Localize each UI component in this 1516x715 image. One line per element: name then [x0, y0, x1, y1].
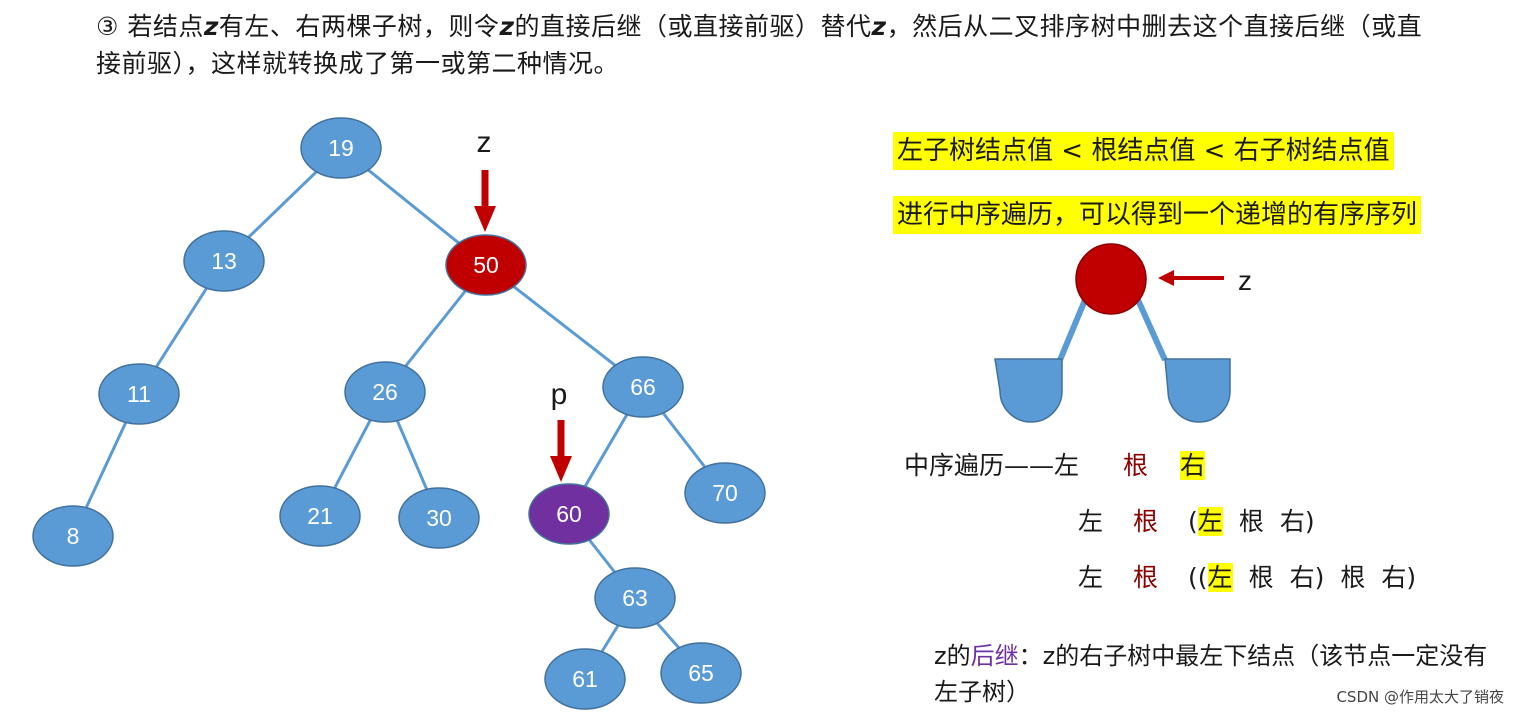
tree-node-shape-61 [544, 648, 626, 710]
tree-node-label-61: 61 [572, 666, 598, 692]
tree-node-65: 65 [660, 642, 742, 704]
tree-node-shape-19 [300, 117, 382, 179]
tree-node-label-26: 26 [372, 379, 398, 405]
tree-node-label-60: 60 [556, 501, 582, 527]
tree-node-shape-63 [594, 567, 676, 629]
tree-node-shape-8 [32, 505, 114, 567]
tree-node-shape-65 [660, 642, 742, 704]
row2-root: 根 [1133, 507, 1159, 536]
intro-z3: z [871, 12, 887, 41]
row3-close-paren-1: ) [1314, 563, 1325, 592]
tree-node-shape-50 [445, 234, 527, 296]
inorder-rule-highlight: 进行中序遍历，可以得到一个递增的有序序列 [893, 196, 1422, 234]
row3-root: 根 [1133, 563, 1159, 592]
intro-part4: ，然后从二叉排序树中删去这个直接后继（或直接前驱），这样就转换成了第一或第二种情… [96, 12, 1423, 78]
tree-node-label-13: 13 [211, 248, 237, 274]
watermark: CSDN @作用太大了销夜 [1336, 688, 1504, 706]
row3-outer-root: 根 [1340, 563, 1366, 592]
tree-node-shape-30 [398, 487, 480, 549]
tree-node-8: 8 [32, 505, 114, 567]
row1-right: 右 [1180, 451, 1206, 480]
p-arrow: p [550, 378, 572, 482]
tree-node-21: 21 [279, 485, 361, 547]
note-body: ：z的右子树中最左下结点（该节点一定没有左子树） [934, 642, 1488, 706]
note-prefix: z的 [934, 642, 971, 670]
intro-part2: 有左、右两棵子树，则令 [218, 12, 500, 41]
row3-sub-left: 左 [1207, 563, 1233, 592]
row2-close-paren: ) [1304, 507, 1315, 536]
tree-node-60: 60 [528, 483, 610, 545]
tree-node-63: 63 [594, 567, 676, 629]
tree-nodes: 19 13 50 11 8 26 21 30 66 60 70 63 61 65 [32, 117, 766, 710]
schematic-z-label: z [1238, 265, 1252, 296]
tree-node-30: 30 [398, 487, 480, 549]
successor-note: z的后继：z的右子树中最左下结点（该节点一定没有左子树） [934, 638, 1494, 710]
schematic-arrow-head [1158, 270, 1174, 286]
row3-left: 左 [1078, 563, 1104, 592]
tree-node-label-65: 65 [688, 660, 714, 686]
tree-node-label-50: 50 [473, 252, 499, 278]
tree-node-61: 61 [544, 648, 626, 710]
tree-node-19: 19 [300, 117, 382, 179]
row3-close-paren-2: ) [1406, 563, 1417, 592]
inorder-row-2: 左根(左根右) [1078, 502, 1315, 538]
inorder-row-3: 左根((左根右)根右) [1078, 558, 1416, 594]
intro-part3: 的直接后继（或直接前驱）替代 [514, 12, 872, 41]
tree-node-label-8: 8 [67, 523, 80, 549]
schematic-tree: z [994, 243, 1252, 423]
tree-node-11: 11 [98, 363, 180, 425]
tree-node-label-30: 30 [426, 505, 452, 531]
row3-sub-right: 右 [1289, 563, 1315, 592]
row2-sub-right: 右 [1279, 507, 1305, 536]
row3-open-parens: (( [1188, 563, 1208, 592]
schematic-left-edge [1057, 298, 1088, 362]
tree-node-50: 50 [445, 234, 527, 296]
tree-node-shape-13 [183, 230, 265, 292]
schematic-root [1075, 243, 1147, 315]
tree-node-70: 70 [684, 462, 766, 524]
row3-sub-root: 根 [1248, 563, 1274, 592]
p-label: p [551, 378, 568, 411]
row2-sub-root: 根 [1238, 507, 1264, 536]
tree-node-label-70: 70 [712, 480, 738, 506]
tree-node-shape-11 [98, 363, 180, 425]
row2-left: 左 [1078, 507, 1104, 536]
tree-node-shape-21 [279, 485, 361, 547]
tree-node-shape-70 [684, 462, 766, 524]
z-arrow-head [474, 206, 496, 232]
z-label: z [477, 126, 492, 159]
tree-node-shape-60 [528, 483, 610, 545]
intro-z2: z [499, 12, 515, 41]
inorder-label: 中序遍历—— [904, 451, 1055, 480]
tree-node-label-21: 21 [307, 503, 333, 529]
tree-node-label-66: 66 [630, 374, 656, 400]
tree-node-shape-66 [602, 356, 684, 418]
tree-node-13: 13 [183, 230, 265, 292]
row1-root: 根 [1123, 451, 1149, 480]
z-arrow: z [474, 126, 496, 232]
row3-outer-right: 右 [1381, 563, 1407, 592]
note-successor-word: 后继 [970, 642, 1019, 670]
tree-node-26: 26 [344, 361, 426, 423]
intro-part1: ③ 若结点 [96, 12, 204, 41]
schematic-right-edge [1135, 298, 1168, 362]
row2-open-paren: ( [1188, 507, 1198, 536]
tree-node-label-19: 19 [328, 135, 354, 161]
row2-sub-left: 左 [1197, 507, 1223, 536]
tree-node-label-11: 11 [127, 381, 151, 407]
schematic-right-subtree [1164, 358, 1231, 423]
p-arrow-head [550, 456, 572, 482]
tree-node-label-63: 63 [622, 585, 648, 611]
tree-node-shape-26 [344, 361, 426, 423]
schematic-left-subtree [994, 358, 1063, 423]
tree-node-66: 66 [602, 356, 684, 418]
row1-left: 左 [1054, 451, 1080, 480]
bst-rule-highlight: 左子树结点值 < 根结点值 < 右子树结点值 [893, 132, 1394, 170]
intro-z1: z [203, 12, 219, 41]
intro-text: ③ 若结点z有左、右两棵子树，则令z的直接后继（或直接前驱）替代z，然后从二叉排… [96, 8, 1426, 82]
inorder-row-1: 中序遍历——左 根 右 [904, 446, 1206, 482]
